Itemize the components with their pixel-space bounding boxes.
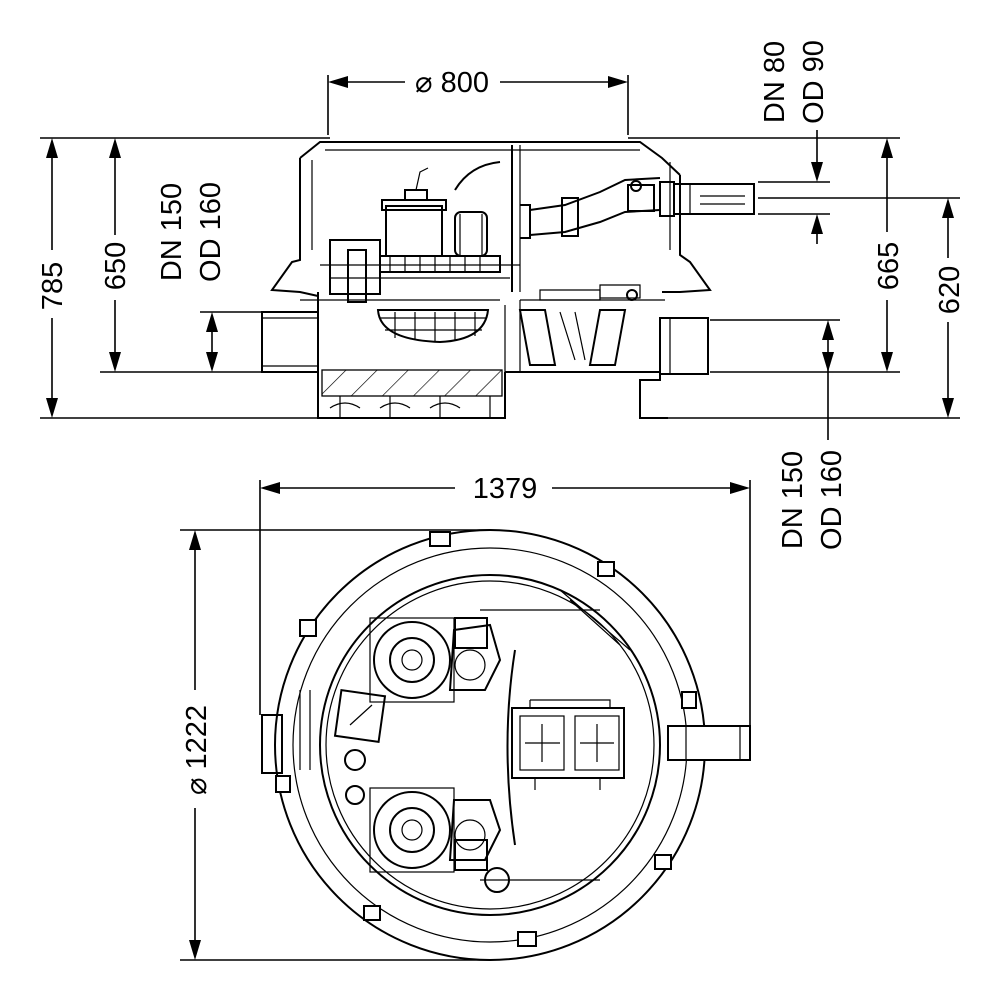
dim-label-1222: ⌀ 1222 (181, 705, 213, 795)
dim-label-785: 785 (37, 262, 69, 310)
dimension-inlet-left: DN 150 OD 160 (156, 182, 262, 372)
dim-label-800: ⌀ 800 (415, 67, 489, 99)
rim-lugs (275, 531, 697, 947)
dim-label-650: 650 (100, 242, 132, 290)
tank-body-plan (261, 529, 751, 961)
label-outlet-top-od: OD 90 (798, 40, 830, 124)
dimension-outlet-top: DN 80 OD 90 (758, 40, 830, 244)
dimension-650: 650 (100, 138, 262, 373)
dimension-1222: ⌀ 1222 (180, 529, 490, 961)
side-view: ⌀ 800 785 650 DN 150 OD 160 (37, 40, 966, 550)
plan-view: 1379 ⌀ 1222 (180, 473, 751, 961)
tank-body-side (270, 141, 712, 419)
label-inlet-left-dn: DN 150 (156, 183, 188, 281)
dimension-665: 665 (628, 137, 905, 373)
pump-motor-side (329, 167, 501, 344)
label-outlet-right-od: OD 160 (816, 450, 848, 550)
dim-label-620: 620 (934, 266, 966, 314)
label-inlet-left-od: OD 160 (195, 182, 227, 282)
left-inlet-pipe-side (261, 311, 319, 373)
discharge-pipe-side (520, 177, 755, 239)
dimension-1379: 1379 (259, 473, 751, 726)
dim-label-665: 665 (873, 242, 905, 290)
dimension-outlet-right: DN 150 OD 160 (710, 319, 848, 550)
label-outlet-right-dn: DN 150 (777, 451, 809, 549)
pump-top-upper (369, 617, 502, 703)
pump-top-lower (369, 787, 510, 893)
valve-block-plan (511, 699, 625, 790)
right-outlet-pipe-side (518, 284, 709, 375)
dimension-800: ⌀ 800 (327, 67, 629, 135)
plan-small-parts (299, 589, 631, 805)
dimension-785: 785 (37, 137, 330, 419)
dim-label-1379: 1379 (473, 473, 538, 505)
label-outlet-top-dn: DN 80 (759, 41, 791, 123)
dimension-620: 620 (668, 197, 966, 419)
